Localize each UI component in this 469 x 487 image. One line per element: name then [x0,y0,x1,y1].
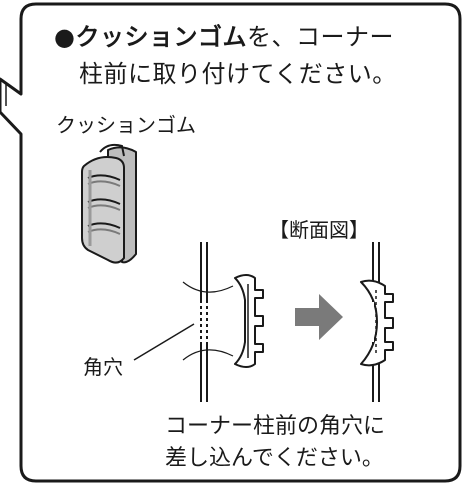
callout-title-line1: ●クッションゴムを、コーナー [54,22,394,52]
instruction-line1: コーナー柱前の角穴に [165,414,386,439]
cross-section-after [360,242,394,402]
cushion-rubber-illustration [81,143,137,264]
cross-section-label: 【断面図】 [269,218,369,242]
bullet-icon: ● [54,23,76,51]
callout-title-line2: 柱前に取り付けてください。 [79,60,397,88]
cushion-rubber-bold: クッションゴム [75,23,247,51]
right-arrow-icon [295,294,343,340]
instruction-line2: 差し込んでください。 [165,446,384,471]
square-hole-label: 角穴 [83,355,123,379]
hole-pointer-line [133,323,195,361]
cushion-rubber-label: クッションゴム [56,113,196,137]
title-line1-rest: を、コーナー [246,23,394,51]
cross-section-before [182,242,264,402]
